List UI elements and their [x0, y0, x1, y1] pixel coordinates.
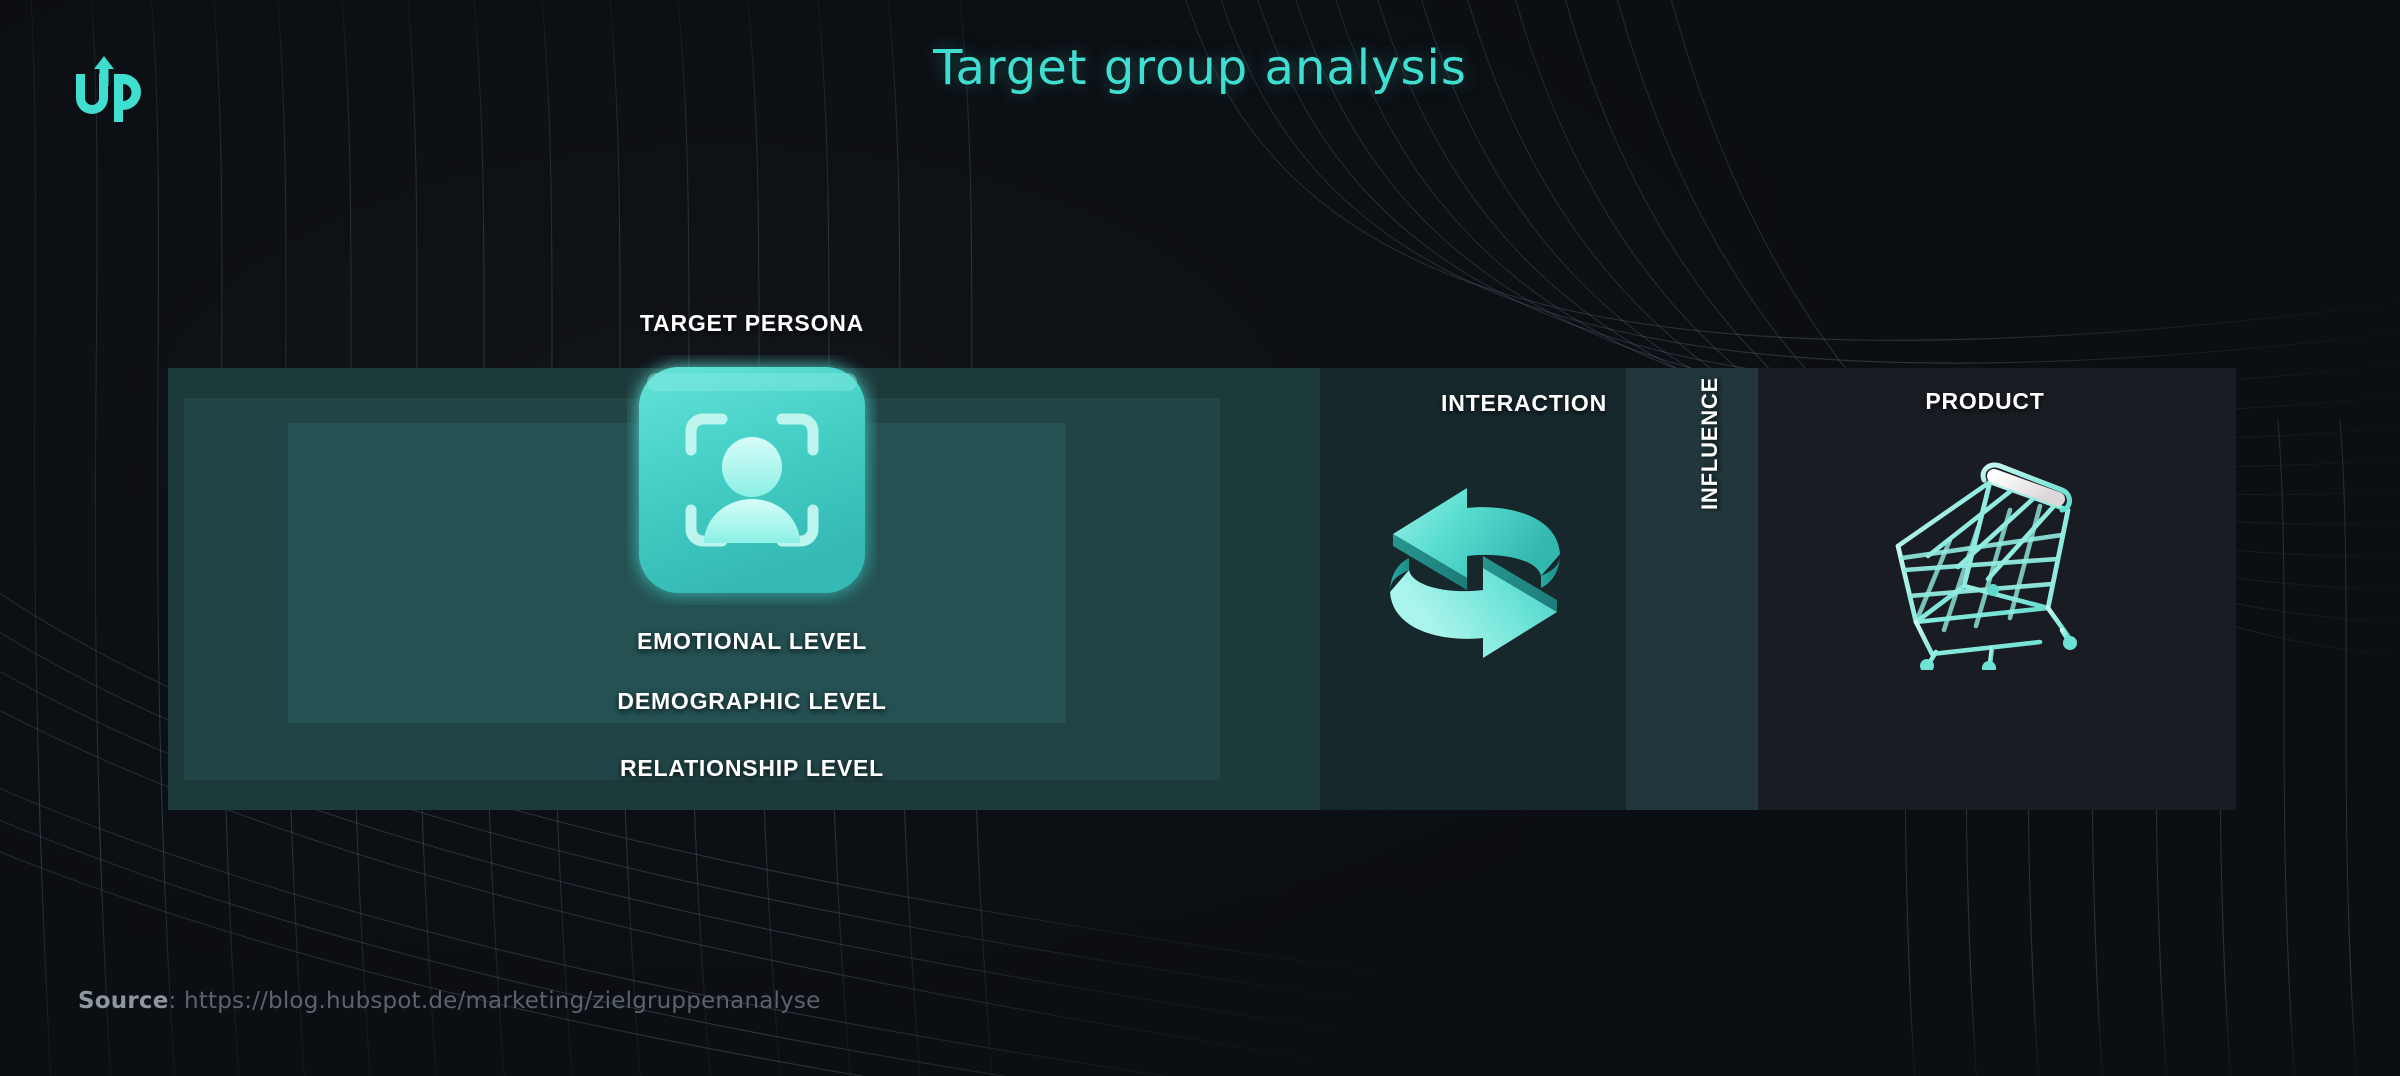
source-separator: : [168, 988, 184, 1014]
up-arrow-logo[interactable] [68, 48, 148, 128]
influence-band [1626, 368, 1758, 810]
relationship-level-label: RELATIONSHIP LEVEL [0, 755, 2400, 782]
product-label: PRODUCT [0, 388, 2400, 415]
target-persona-label-text: TARGET PERSONA [639, 310, 865, 336]
interaction-label: INTERACTION [0, 390, 2400, 417]
relationship-level-text: RELATIONSHIP LEVEL [619, 755, 885, 781]
page-title: Target group analysis [933, 40, 1467, 96]
shopping-cart-icon [1895, 462, 2077, 670]
product-label-text: PRODUCT [1925, 388, 2045, 414]
demographic-level-text: DEMOGRAPHIC LEVEL [617, 688, 887, 714]
interaction-label-text: INTERACTION [1441, 390, 1607, 416]
emotional-level-label: EMOTIONAL LEVEL [0, 628, 2400, 655]
person-target-frame-icon [639, 367, 865, 593]
influence-label: INFLUENCE [1697, 376, 1722, 510]
source-citation: Source: https://blog.hubspot.de/marketin… [78, 988, 820, 1014]
source-label: Source [78, 988, 169, 1014]
target-persona-label: TARGET PERSONA [0, 310, 2400, 337]
interaction-band [1320, 368, 1626, 810]
emotional-level-text: EMOTIONAL LEVEL [636, 628, 868, 654]
exchange-arrows-icon [1390, 488, 1560, 658]
demographic-level-label: DEMOGRAPHIC LEVEL [0, 688, 2400, 715]
source-url[interactable]: https://blog.hubspot.de/marketing/zielgr… [184, 988, 821, 1014]
